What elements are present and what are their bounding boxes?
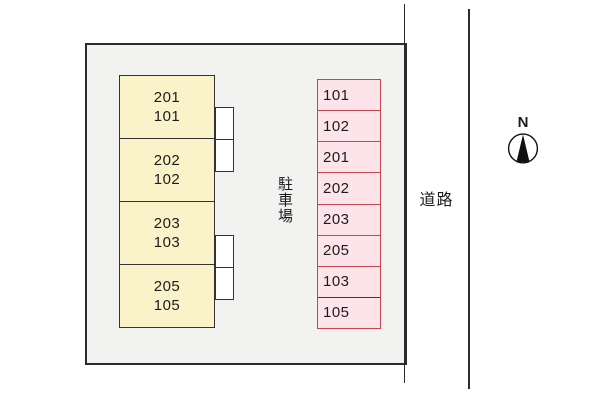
parking-space-number: 102 (323, 117, 350, 135)
unit-number-upper: 205 (153, 278, 181, 295)
entrance-cell (215, 267, 233, 299)
unit-number-lower: 105 (153, 297, 181, 314)
building-unit: 205 105 (120, 264, 214, 327)
parking-space-number: 105 (323, 304, 350, 322)
entrance-cell (216, 236, 233, 267)
unit-number-lower: 103 (153, 234, 181, 251)
parking-space-number: 203 (323, 211, 350, 229)
unit-number-lower: 102 (153, 171, 181, 188)
unit-label: 201 101 (154, 88, 181, 126)
compass-needle-icon (507, 133, 539, 164)
parking-space: 202 (318, 172, 380, 203)
entrance-cell (215, 139, 233, 171)
parking-space: 102 (318, 110, 380, 141)
unit-number-upper: 201 (153, 89, 181, 106)
parking-space: 201 (318, 141, 380, 172)
building-unit: 203 103 (120, 201, 214, 264)
unit-number-lower: 101 (153, 108, 181, 125)
parking-space-number: 101 (323, 86, 350, 104)
parking-space-number: 103 (323, 273, 350, 291)
building-block: 201 101 202 102 203 103 205 105 (119, 75, 215, 328)
building-entrance-box (214, 107, 234, 172)
parking-space: 203 (318, 203, 380, 235)
road-boundary-line (468, 9, 470, 389)
building-unit: 201 101 (120, 76, 214, 138)
parking-space: 103 (318, 265, 380, 297)
unit-label: 203 103 (154, 214, 181, 252)
parking-grid: 101 102 201 202 203 205 103 105 (317, 79, 381, 329)
compass: N (506, 115, 540, 164)
building-unit: 202 102 (120, 138, 214, 201)
unit-number-upper: 202 (153, 152, 181, 169)
parking-space-number: 201 (323, 148, 350, 166)
unit-number-upper: 203 (153, 215, 181, 232)
building-entrance-box (214, 235, 234, 300)
road-label: 道路 (419, 192, 454, 209)
road-boundary-line (403, 4, 406, 383)
unit-label: 202 102 (154, 151, 181, 189)
parking-space: 205 (318, 234, 380, 266)
parking-space-number: 202 (323, 179, 350, 197)
parking-area-label: 駐車場 (276, 176, 293, 224)
unit-label: 205 105 (154, 277, 181, 315)
parking-space: 101 (318, 80, 380, 110)
parking-space: 105 (318, 296, 380, 328)
entrance-cell (216, 108, 233, 139)
compass-north-label: N (517, 114, 529, 131)
parking-space-number: 205 (323, 242, 350, 260)
